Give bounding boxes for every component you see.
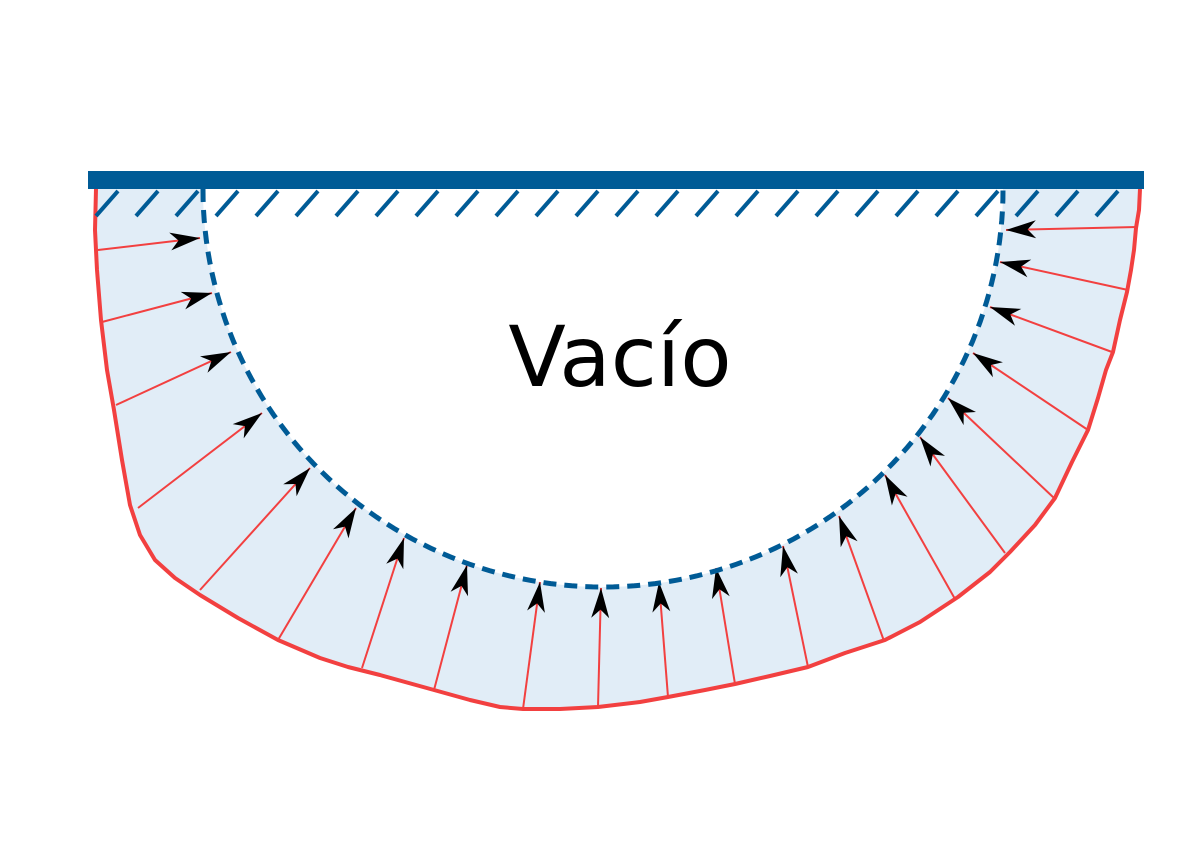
hatch-line — [894, 189, 920, 218]
pressure-arrow-shaft — [884, 474, 956, 600]
pressure-arrow-shaft — [989, 306, 1113, 353]
pressure-arrow-icon — [169, 232, 200, 251]
pressure-arrow-shaft — [947, 397, 1055, 499]
pressure-arrow-icon — [180, 291, 212, 310]
hatch-line — [1014, 189, 1040, 218]
hatch-line — [574, 189, 600, 218]
pressure-zone — [95, 189, 1140, 709]
hatch-line — [534, 189, 560, 218]
hatch-line — [934, 189, 960, 218]
pressure-arrow-shaft — [838, 515, 885, 642]
pressure-arrow-shaft — [919, 436, 1006, 554]
hatch-line — [774, 189, 800, 218]
hatch-line — [174, 189, 200, 218]
hatch-line — [214, 189, 240, 218]
hatch-line — [414, 189, 440, 218]
pressure-arrow-icon — [712, 568, 730, 600]
hatch-line — [1094, 189, 1120, 218]
hatch-line — [334, 189, 360, 218]
pressure-arrow-icon — [386, 538, 404, 570]
hatch-line — [734, 189, 760, 218]
top-wall — [88, 171, 1144, 189]
hatch-line — [454, 189, 480, 218]
vacuum-label: Vacío — [508, 308, 731, 406]
pressure-arrow-icon — [283, 468, 310, 497]
pressure-arrow-icon — [885, 475, 908, 506]
hatch-line — [814, 189, 840, 218]
pressure-arrow-shaft — [277, 507, 357, 641]
hatch-line — [654, 189, 680, 218]
hatch-line — [494, 189, 520, 218]
pressure-arrow-icon — [990, 307, 1022, 326]
hatch-line — [854, 189, 880, 218]
pressure-arrow-icon — [591, 588, 610, 619]
pressure-arrow-icon — [973, 353, 1003, 378]
pressure-arrow-icon — [200, 352, 231, 373]
pressure-arrow-icon — [1000, 259, 1032, 278]
pressure-arrow-icon — [839, 516, 858, 548]
hatch-line — [614, 189, 640, 218]
hatch-line — [94, 189, 120, 218]
hatch-line — [1054, 189, 1080, 218]
pressure-arrow-shaft — [1005, 226, 1138, 231]
pressure-arrow-icon — [1006, 220, 1037, 239]
pressure-arrow-shaft — [361, 537, 405, 669]
pressure-arrows — [97, 220, 1138, 710]
pressure-arrow-icon — [920, 437, 945, 467]
pressure-arrow-icon — [780, 546, 798, 578]
pressure-arrow-icon — [232, 413, 262, 439]
pressure-arrow-icon — [333, 508, 356, 539]
hatch-line — [294, 189, 320, 218]
outer-boundary-line — [93, 188, 1142, 711]
pressure-arrow-icon — [652, 582, 671, 613]
hatch-line — [374, 189, 400, 218]
wall-hatch-icon — [94, 189, 1120, 218]
pressure-arrow-shaft — [137, 412, 263, 509]
hatch-line — [254, 189, 280, 218]
pressure-arrow-shaft — [972, 352, 1089, 431]
pressure-arrow-shaft — [199, 467, 311, 591]
pressure-arrow-shaft — [999, 261, 1129, 291]
hatch-line — [134, 189, 160, 218]
pressure-arrow-icon — [527, 582, 545, 613]
pressure-arrow-icon — [450, 565, 468, 597]
hatch-line — [974, 189, 1000, 218]
hatch-line — [694, 189, 720, 218]
pressure-arrow-icon — [948, 398, 976, 426]
